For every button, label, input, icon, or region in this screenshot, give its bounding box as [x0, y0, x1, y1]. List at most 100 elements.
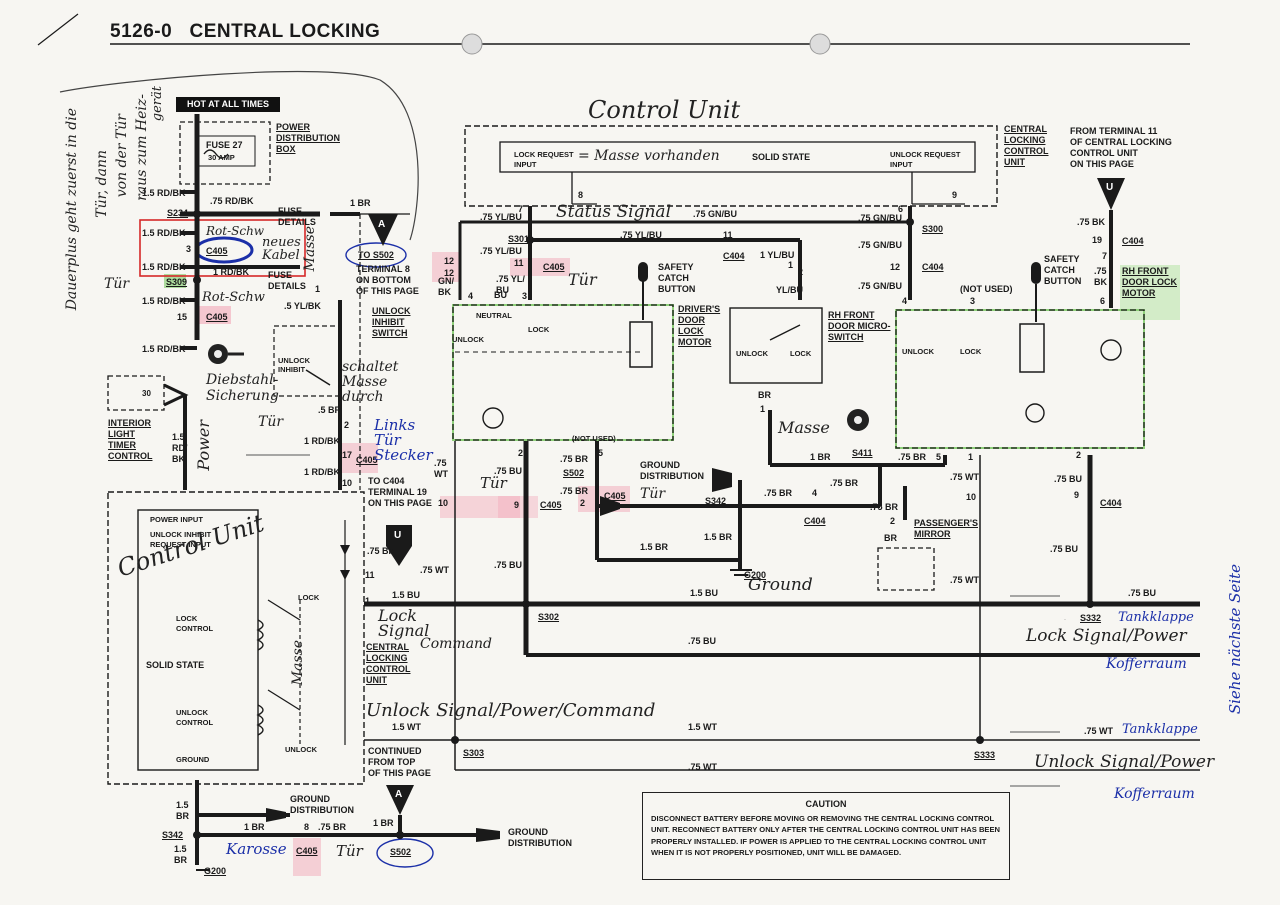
cu-ground-label: GROUND	[176, 755, 210, 764]
hw-unlock-signal-power: Unlock Signal/Power	[1034, 752, 1215, 772]
hw-tankklappe: Tankklappe	[1118, 610, 1194, 625]
hw-geraet: gerät	[150, 86, 165, 122]
wire-label: 1.5 RD/BK	[142, 296, 186, 306]
wire-label: .5 YL/BK	[284, 301, 321, 311]
pink-highlight	[195, 306, 231, 324]
wire-label: .75 YL/BU	[480, 212, 522, 222]
wire-label: .75 BU	[494, 560, 523, 570]
wire-label: .75 WT	[950, 575, 980, 585]
hw-karosse: Karosse	[226, 840, 287, 858]
ground-label: G200	[744, 570, 767, 580]
page-title: 5126-0 CENTRAL LOCKING	[110, 21, 381, 42]
pink-highlight	[440, 496, 520, 518]
wire-label: .75 BR	[560, 454, 589, 464]
wire-label: .75 GN/BU	[858, 281, 903, 291]
pin-label: 6	[1100, 296, 1106, 306]
to-c404-label: TO C404 TERMINAL 19 ON THIS PAGE	[368, 476, 432, 508]
unlock-inhibit-switch-label: UNLOCK INHIBIT SWITCH	[372, 306, 411, 338]
connector-letter: U	[394, 530, 402, 541]
from-terminal-11-label: FROM TERMINAL 11 OF CENTRAL LOCKING CONT…	[1070, 126, 1172, 169]
connector-letter: A	[395, 789, 403, 800]
connector-label: C405	[296, 846, 318, 856]
splice-label: S411	[852, 448, 873, 458]
hw-tankklappe-2: Tankklappe	[1122, 722, 1198, 737]
connector-letter: U	[1106, 182, 1114, 193]
pin-label: 1	[315, 284, 321, 294]
hw-kofferraum-2: Kofferraum	[1114, 786, 1195, 802]
not-used-label: (NOT USED)	[960, 284, 1013, 294]
pin-label: 5	[598, 448, 604, 458]
continued-from-top-label: CONTINUED FROM TOP OF THIS PAGE	[368, 746, 431, 778]
wire-label: .75 WT	[1084, 726, 1114, 736]
splice-label: S333	[974, 750, 996, 760]
connector-u-top-icon	[1097, 178, 1125, 210]
cu-unlock-label: UNLOCK	[285, 745, 318, 754]
wire-label: YL/BU	[776, 285, 803, 295]
connector-u-icon	[386, 525, 412, 566]
hw-rot-schw: Rot-Schw	[206, 224, 265, 238]
wire-label: .75 BR	[830, 478, 859, 488]
cu-lock-label: LOCK	[298, 593, 320, 602]
wire-label: 1 RD/BK	[304, 436, 341, 446]
ground-label: G200	[204, 866, 227, 876]
wire-label: 1.5 BR	[176, 800, 189, 821]
wire-label: 1.5 RD/BK	[142, 188, 186, 198]
pink-highlight	[338, 443, 378, 473]
wire-label: .75 BU	[688, 636, 717, 646]
connector-label: C405	[206, 246, 228, 256]
pin-label: 11	[723, 230, 733, 240]
connector-label: C405	[540, 500, 562, 510]
splice-label: S332	[1080, 613, 1102, 623]
pin-label: 17	[342, 450, 353, 460]
wire-label: .75 GN/BU	[858, 213, 903, 223]
pin-label: 7	[518, 204, 524, 214]
pin-label: 8	[578, 190, 584, 200]
pin-label: 12	[444, 256, 455, 266]
fuse-details-label-2: FUSE DETAILS	[268, 270, 306, 291]
hw-tuer-2: Tür	[258, 414, 284, 430]
wire-label: BU	[494, 290, 507, 300]
wire-label: .75 WT	[434, 458, 448, 479]
splice-label: S300	[922, 224, 944, 234]
splice-label: S502	[390, 847, 412, 857]
wire-label: .75 BR	[764, 488, 793, 498]
pin-label: 9	[514, 500, 520, 510]
hw-tuer: Tür	[104, 276, 130, 292]
wire-label: .75 YL/BU	[620, 230, 662, 240]
splice-label: S301	[508, 234, 530, 244]
pin-label: 4	[902, 296, 908, 306]
unlock-inhibit-small-label: UNLOCK INHIBIT	[278, 356, 311, 374]
pin-label: 11	[365, 570, 375, 580]
punch-hole	[461, 33, 483, 55]
splice-label: S302	[538, 612, 560, 622]
wire-label: 1.5 WT	[392, 722, 422, 732]
fuse-details-label: FUSE DETAILS	[278, 206, 316, 227]
punch-hole	[809, 33, 831, 55]
wire-label: .75 BU	[1054, 474, 1083, 484]
splice-label: S303	[463, 748, 485, 758]
pin-label: 4	[468, 291, 474, 301]
pin-label: 4	[812, 488, 818, 498]
wire-label: .75 BR	[898, 452, 927, 462]
safety-catch-label: SAFETY CATCH BUTTON	[1044, 254, 1082, 286]
hw-lock-signal: Lock Signal	[378, 606, 430, 640]
connector-label: C404	[922, 262, 944, 272]
hw-tuer-5: Tür	[640, 486, 666, 502]
hw-kofferraum: Kofferraum	[1106, 656, 1187, 672]
wire-label: 1.5 BU	[690, 588, 719, 598]
pink-highlight	[432, 252, 460, 282]
pin-label: 11	[514, 258, 524, 268]
wire-label: BR	[884, 533, 897, 543]
pin-label: 1	[968, 452, 974, 462]
pin-label: 2	[890, 516, 896, 526]
cu-power-input-label: POWER INPUT	[150, 515, 203, 524]
hw-masse-3: Masse	[778, 418, 830, 437]
cu-unlock-inhibit-label: UNLOCK INHIBIT REQUEST INPUT	[150, 530, 212, 549]
pin-label: 7	[1102, 251, 1108, 261]
connector-label: C404	[804, 516, 826, 526]
splice-label: S309	[166, 277, 188, 287]
connector-label: C404	[723, 251, 745, 261]
connector-label: C405	[356, 455, 378, 465]
ground-distribution-label: GROUND DISTRIBUTION	[508, 827, 572, 848]
blue-annotation-oval	[376, 838, 434, 868]
